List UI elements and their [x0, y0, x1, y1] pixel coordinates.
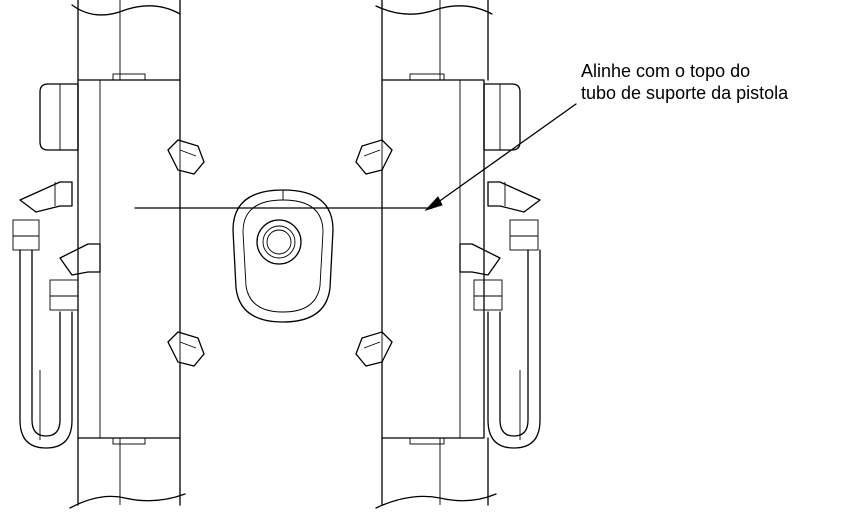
- right-gun-assembly: [355, 0, 541, 509]
- callout-line-1: Alinhe com o topo do: [581, 61, 751, 81]
- callout-leader-arrow: [424, 103, 577, 212]
- callout-line-2: tubo de suporte da pistola: [581, 83, 789, 103]
- right-mount-block: [381, 73, 485, 445]
- left-elbow-fitting-upper: [12, 181, 73, 251]
- left-elbow-fitting-lower: [49, 243, 101, 311]
- right-hex-nut-upper: [355, 124, 393, 190]
- right-elbow-fitting-upper: [487, 181, 541, 251]
- right-elbow-fitting-lower: [459, 243, 503, 311]
- left-fitting-block: [39, 83, 79, 151]
- center-mounting-plate: [232, 189, 334, 323]
- right-lower-tube: [375, 437, 497, 509]
- right-fitting-block: [483, 83, 521, 151]
- alignment-callout-text: Alinhe com o topo do tubo de suporte da …: [581, 60, 788, 104]
- right-upper-tube: [375, 0, 493, 81]
- left-upper-tube: [71, 0, 181, 81]
- left-mount-block: [77, 73, 181, 445]
- left-hex-nut-upper: [167, 124, 205, 190]
- right-hex-nut-lower: [355, 318, 393, 384]
- right-u-tube: [487, 249, 541, 449]
- left-u-tube: [19, 249, 73, 449]
- left-gun-assembly: [12, 0, 205, 509]
- left-lower-tube: [69, 437, 186, 509]
- left-hex-nut-lower: [167, 318, 205, 384]
